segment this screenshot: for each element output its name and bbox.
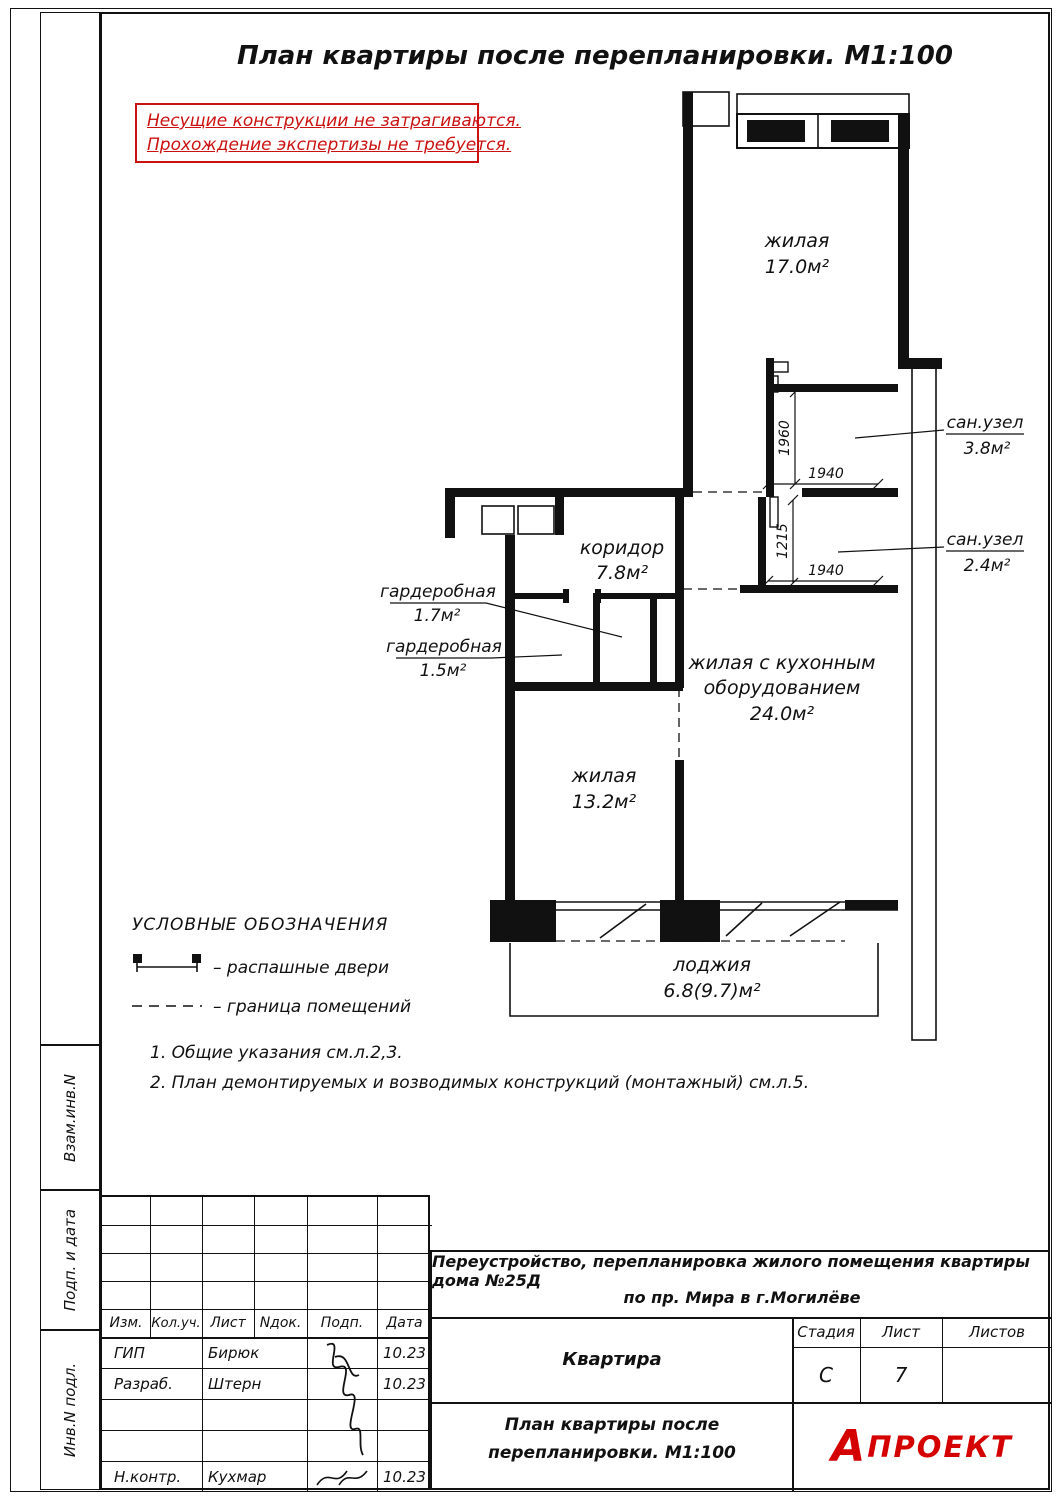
note-2: 2. План демонтируемых и возводимых конст… [150, 1073, 809, 1093]
callout-wardrobe15-area: 1.5м² [420, 661, 467, 681]
outline-group [505, 91, 937, 1041]
titleblock-right-table: Переустройство, перепланировка жилого по… [430, 1250, 1052, 1492]
signature-nkontr [316, 1470, 368, 1486]
signature-gip [326, 1342, 364, 1456]
tb-header-ndok: Nдок. [259, 1315, 302, 1331]
window-blocks-group [481, 120, 889, 535]
legend-door-label: – распашные двери [213, 958, 389, 978]
note-1: 1. Общие указания см.л.2,3. [150, 1043, 403, 1063]
room-area-kitchen: 24.0м² [750, 703, 815, 725]
tb-stage-label: Стадия [797, 1323, 855, 1341]
room-boundary-group [556, 491, 845, 942]
callout-sanuzel38-name: сан.узел [947, 413, 1024, 433]
tb-date-gip: 10.23 [383, 1344, 426, 1362]
room-label-living17: жилая [764, 230, 830, 252]
sidebar-label-podp: Подп. и дата [61, 1208, 79, 1312]
tb-date-razrab: 10.23 [383, 1375, 426, 1393]
callout-wardrobe17-name: гардеробная [380, 582, 496, 602]
legend-title: УСЛОВНЫЕ ОБОЗНАЧЕНИЯ [132, 915, 388, 935]
room-area-living17: 17.0м² [765, 256, 830, 278]
tb-header-koluch: Кол.уч. [151, 1315, 201, 1331]
tb-doc-line2: перепланировки. М1:100 [488, 1443, 736, 1463]
tb-header-data: Дата [386, 1315, 423, 1331]
warning-box: Несущие конструкции не затрагиваются. Пр… [135, 103, 521, 163]
tb-sheets-label: Листов [968, 1323, 1026, 1341]
room-label-corridor: коридор [580, 537, 664, 559]
tb-name-gip: Бирюк [208, 1344, 260, 1362]
outer-border [10, 8, 1052, 1492]
titleblock-left-table: Изм. Кол.уч. Лист Nдок. Подп. Дата ГИП Б… [100, 1195, 432, 1492]
tb-role-razrab: Разраб. [114, 1375, 173, 1393]
walls-group [445, 92, 942, 942]
room-area-living13: 13.2м² [572, 791, 637, 813]
dimension-1940-bottom: 1940 [808, 563, 844, 579]
tb-name-nkontr: Кухмар [208, 1468, 267, 1486]
tb-role-gip: ГИП [114, 1344, 145, 1362]
room-labels-group: жилая 17.0м² коридор 7.8м² жилая с кухон… [571, 230, 876, 1002]
sidebar-cell-podp: Подп. и дата [40, 1190, 100, 1330]
sidebar-label-vzam: Взам.инв.N [61, 1073, 79, 1162]
sidebar-label-inv: Инв.N подл. [61, 1362, 79, 1458]
room-area-corridor: 7.8м² [596, 562, 649, 584]
tb-sheet-label: Лист [881, 1323, 920, 1341]
tb-date-nkontr: 10.23 [383, 1468, 426, 1486]
tb-header-list: Лист [210, 1315, 246, 1331]
legend-boundary-label: – граница помещений [213, 997, 411, 1017]
room-label-living13: жилая [571, 765, 637, 787]
tb-doc-line1: План квартиры после [504, 1415, 720, 1435]
warning-line-1: Несущие конструкции не затрагиваются. [147, 111, 521, 131]
sidebar-cell-inv: Инв.N подл. [40, 1330, 100, 1490]
tb-name-razrab: Штерн [208, 1375, 262, 1393]
notes-group: 1. Общие указания см.л.2,3. 2. План демо… [150, 1043, 809, 1093]
room-label-loggia: лоджия [672, 954, 751, 976]
tb-stage-value: С [819, 1362, 833, 1387]
warning-line-2: Прохождение экспертизы не требуется. [147, 135, 512, 155]
callout-wardrobe17-area: 1.7м² [414, 606, 461, 626]
callout-sanuzel24-name: сан.узел [947, 530, 1024, 550]
dimension-1940-top: 1940 [808, 466, 844, 482]
swing-door-icon [133, 954, 201, 972]
logo-text: ПРОЕКТ [867, 1429, 1013, 1464]
door-swing-group [599, 901, 841, 939]
room-area-loggia: 6.8(9.7)м² [663, 980, 761, 1002]
tb-project-line1: Переустройство, перепланировка жилого по… [432, 1252, 1030, 1290]
callout-wardrobe15-name: гардеробная [386, 637, 502, 657]
logo-a-icon: А [831, 1421, 866, 1472]
tb-sheets-value [942, 1347, 1052, 1402]
sidebar-empty-cell [40, 12, 100, 1045]
drawing-title: План квартиры после перепланировки. М1:1… [237, 41, 953, 71]
callout-sanuzel24-area: 2.4м² [964, 556, 1011, 576]
tb-role-nkontr: Н.контр. [114, 1468, 182, 1486]
tb-header-izm: Изм. [109, 1315, 143, 1331]
company-logo: А ПРОЕКТ [792, 1402, 1052, 1492]
tb-header-podp: Подп. [320, 1315, 364, 1331]
callout-sanuzel38-area: 3.8м² [964, 439, 1011, 459]
sidebar-cell-vzam: Взам.инв.N [40, 1045, 100, 1190]
tb-object: Квартира [562, 1349, 662, 1370]
tb-sheet-value: 7 [894, 1362, 908, 1387]
callout-labels-group: сан.узел 3.8м² сан.узел 2.4м² гардеробна… [380, 413, 1023, 681]
dimension-1960: 1960 [777, 420, 793, 456]
callout-leaders-group [390, 429, 1024, 659]
room-label-kitchen-2: оборудованием [704, 677, 861, 699]
room-label-kitchen-1: жилая с кухонным [688, 652, 876, 674]
tb-project-line2: по пр. Мира в г.Могилёве [623, 1287, 861, 1307]
dimension-1215: 1215 [775, 523, 791, 559]
legend-group: УСЛОВНЫЕ ОБОЗНАЧЕНИЯ – распашные двери –… [132, 915, 411, 1017]
dimensions-group [762, 386, 884, 589]
